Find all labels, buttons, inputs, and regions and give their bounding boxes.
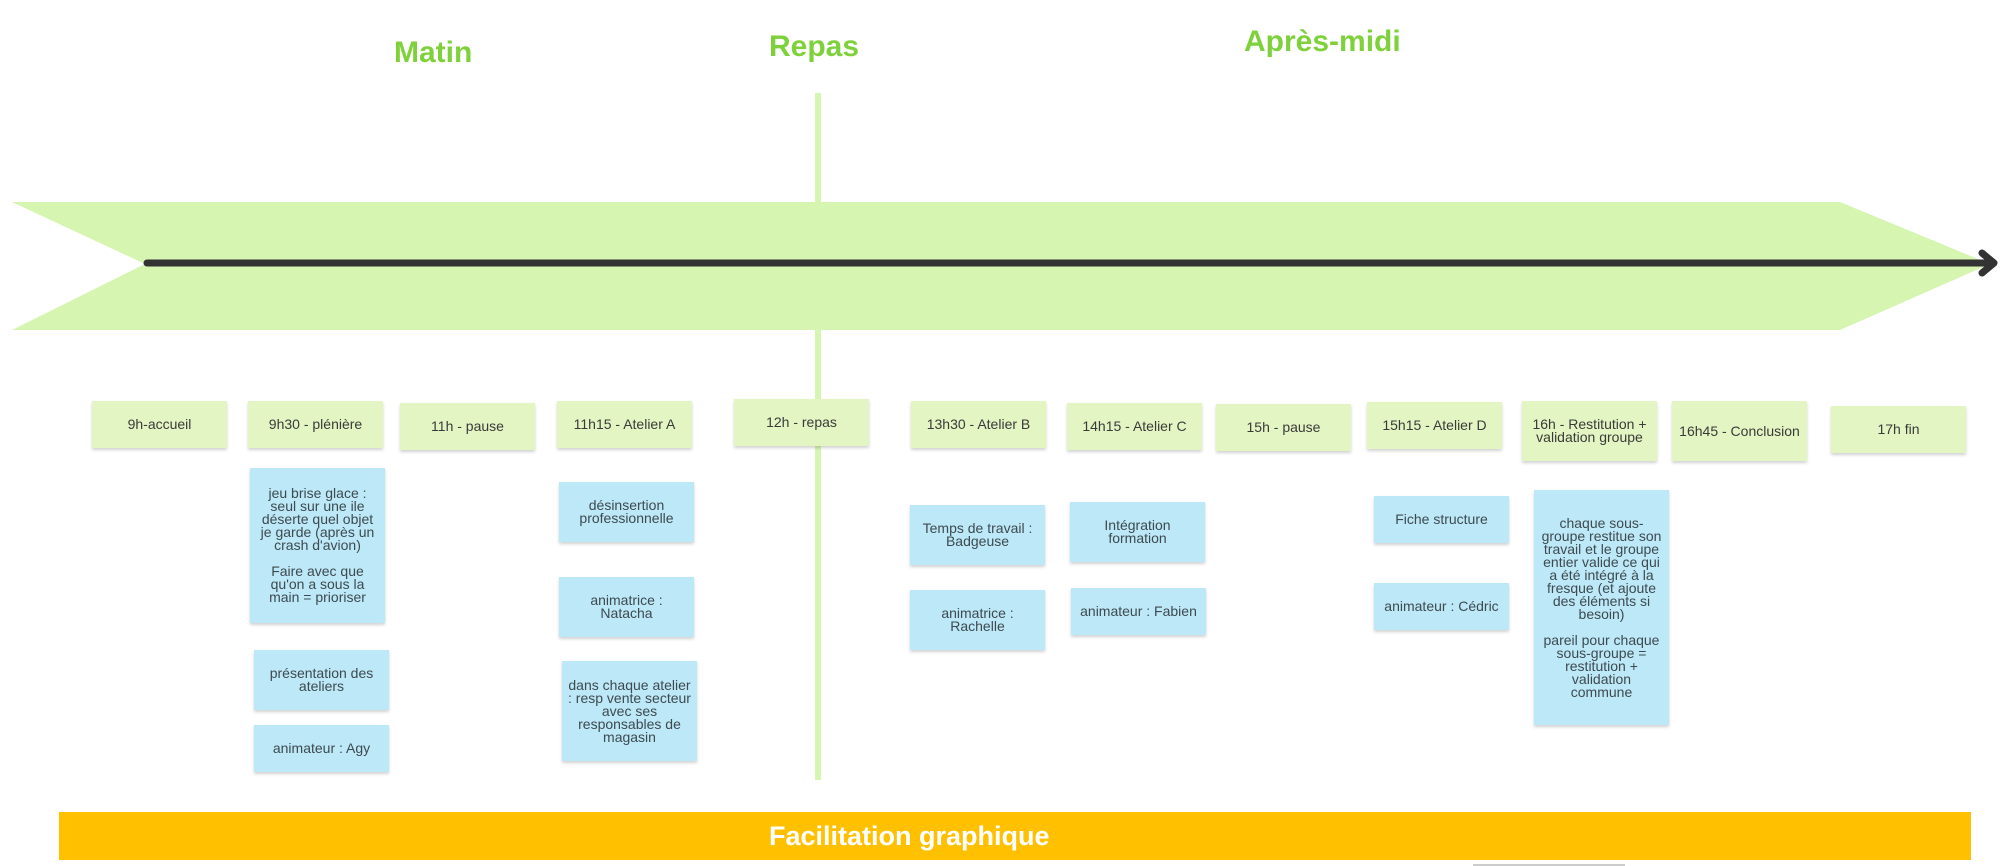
detail-note-desinsertion[interactable]: désinsertion professionnelle (559, 482, 694, 542)
schedule-note-accueil[interactable]: 9h-accueil (92, 401, 227, 448)
schedule-note-conclusion[interactable]: 16h45 - Conclusion (1672, 401, 1807, 461)
detail-note-fiche-structure[interactable]: Fiche structure (1374, 496, 1509, 543)
period-title-afternoon: Après-midi (1244, 25, 1401, 58)
schedule-note-pause-morning[interactable]: 11h - pause (400, 403, 535, 450)
schedule-note-restitution[interactable]: 16h - Restitution + validation groupe (1522, 401, 1657, 461)
schedule-note-fin[interactable]: 17h fin (1831, 406, 1966, 453)
schedule-note-atelier-a[interactable]: 11h15 - Atelier A (557, 401, 692, 448)
schedule-note-repas[interactable]: 12h - repas (734, 399, 869, 446)
detail-note-presentation[interactable]: présentation des ateliers (254, 650, 389, 710)
schedule-note-pleniere[interactable]: 9h30 - plénière (248, 401, 383, 448)
schedule-note-pause-afternoon[interactable]: 15h - pause (1216, 404, 1351, 451)
detail-note-animatrice-natacha[interactable]: animatrice : Natacha (559, 577, 694, 637)
detail-note-restitution[interactable]: chaque sous-groupe restitue son travail … (1534, 490, 1669, 725)
schedule-note-atelier-d[interactable]: 15h15 - Atelier D (1367, 402, 1502, 449)
facilitation-banner: Facilitation graphique (59, 812, 1971, 860)
detail-note-animateur-cedric[interactable]: animateur : Cédric (1374, 583, 1509, 630)
timeline-arrow-head-icon (1978, 249, 1998, 277)
period-title-morning: Matin (394, 36, 473, 69)
period-title-lunch: Repas (769, 30, 860, 63)
detail-note-animatrice-rachelle[interactable]: animatrice : Rachelle (910, 590, 1045, 650)
detail-note-integration-formation[interactable]: Intégration formation (1070, 502, 1205, 562)
detail-note-animateur-agy[interactable]: animateur : Agy (254, 725, 389, 772)
detail-note-icebreaker[interactable]: jeu brise glace : seul sur une ile déser… (250, 468, 385, 623)
scroll-indicator (1473, 864, 1625, 866)
detail-note-animateur-fabien[interactable]: animateur : Fabien (1071, 588, 1206, 635)
detail-note-resp-vente[interactable]: dans chaque atelier : resp vente secteur… (562, 661, 697, 761)
schedule-note-atelier-c[interactable]: 14h15 - Atelier C (1067, 403, 1202, 450)
schedule-note-atelier-b[interactable]: 13h30 - Atelier B (911, 401, 1046, 448)
detail-note-temps-travail[interactable]: Temps de travail : Badgeuse (910, 505, 1045, 565)
facilitation-banner-label: Facilitation graphique (769, 820, 1050, 851)
